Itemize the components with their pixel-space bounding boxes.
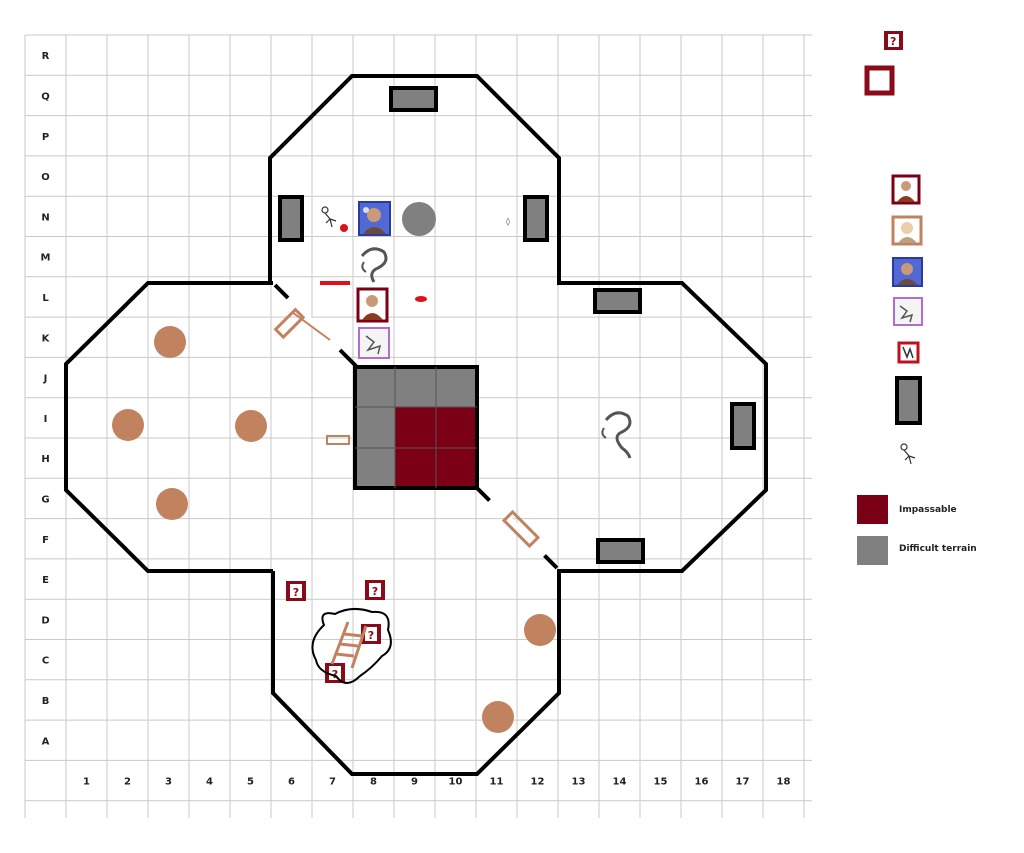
blood-marks <box>320 224 427 302</box>
row-label-O: O <box>41 172 50 183</box>
col-label-8: 8 <box>370 777 377 788</box>
col-label-10: 10 <box>449 777 463 788</box>
south-room-wall <box>271 571 561 776</box>
col-label-2: 2 <box>124 777 131 788</box>
center-block-outline <box>353 365 479 490</box>
north-room-wall <box>268 74 561 283</box>
pillar <box>112 409 144 441</box>
legend-wall-slab <box>895 376 922 425</box>
pillar <box>524 614 556 646</box>
rubble-area <box>311 608 392 684</box>
row-label-P: P <box>42 132 49 143</box>
slab-east-right <box>730 402 756 450</box>
col-label-14: 14 <box>613 777 627 788</box>
legend-hero-warrior <box>891 174 921 205</box>
row-label-K: K <box>42 333 51 344</box>
hero-token-wizard[interactable] <box>358 201 391 236</box>
svg-text:?: ? <box>332 668 338 681</box>
row-label-B: B <box>42 696 50 707</box>
row-label-C: C <box>42 656 49 667</box>
door-southeast[interactable] <box>501 509 541 549</box>
door-northwest[interactable] <box>273 307 331 341</box>
col-label-3: 3 <box>165 777 172 788</box>
unknown-marker[interactable]: ? <box>325 663 345 683</box>
legend-skeleton-icon <box>900 443 916 465</box>
ghost-monster-icon[interactable] <box>360 247 388 283</box>
impassable-cells <box>394 406 478 489</box>
row-label-M: M <box>41 253 51 264</box>
token-legend: ? Impassa <box>857 31 977 565</box>
pillars <box>112 326 556 733</box>
col-label-1: 1 <box>83 777 90 788</box>
col-label-13: 13 <box>572 777 586 788</box>
col-label-4: 4 <box>206 777 213 788</box>
pillar <box>235 410 267 442</box>
door-west-center[interactable] <box>326 435 350 445</box>
slab-north-east <box>523 195 549 242</box>
row-label-Q: Q <box>41 91 50 102</box>
legend-impassable-swatch <box>857 495 888 524</box>
legend-blank-marker <box>864 65 895 96</box>
row-labels: R Q P O N M L K J I H G F E D C B A <box>41 51 51 747</box>
col-label-18: 18 <box>777 777 791 788</box>
hero-token-warrior[interactable] <box>356 287 389 323</box>
east-room-wall <box>557 281 768 573</box>
col-label-7: 7 <box>329 777 336 788</box>
legend-difficult-label: Difficult terrain <box>899 544 977 554</box>
legend-difficult-swatch <box>857 536 888 565</box>
row-label-J: J <box>43 374 48 385</box>
row-label-A: A <box>42 736 50 747</box>
pillar <box>482 701 514 733</box>
ladder-icon[interactable] <box>330 621 368 669</box>
legend-hero-healer <box>891 215 923 246</box>
pillar <box>154 326 186 358</box>
slab-north-west <box>278 195 304 242</box>
col-label-12: 12 <box>531 777 545 788</box>
svg-text:?: ? <box>372 585 378 598</box>
small-marker-icon: ◊ <box>506 217 510 226</box>
row-label-I: I <box>44 414 48 425</box>
row-label-D: D <box>41 615 49 626</box>
unknown-marker[interactable]: ? <box>365 580 385 600</box>
ghost-monster-icon[interactable] <box>601 411 632 459</box>
legend-hero-wizard <box>892 257 923 287</box>
west-room-wall <box>64 281 273 573</box>
slab-east-top <box>593 288 642 314</box>
hero-token-scout[interactable] <box>358 327 390 359</box>
legend-monster-token <box>897 341 920 364</box>
pillar <box>156 488 188 520</box>
col-label-11: 11 <box>490 777 504 788</box>
slab-east-bottom <box>596 538 645 564</box>
col-label-16: 16 <box>695 777 709 788</box>
legend-impassable-label: Impassable <box>899 505 957 515</box>
row-label-G: G <box>41 494 49 505</box>
unknown-marker[interactable]: ? <box>286 581 306 601</box>
col-label-17: 17 <box>736 777 750 788</box>
col-label-5: 5 <box>247 777 254 788</box>
svg-text:?: ? <box>890 35 896 48</box>
row-label-H: H <box>41 454 49 465</box>
row-label-F: F <box>42 535 49 546</box>
col-label-9: 9 <box>411 777 418 788</box>
legend-unknown-marker: ? <box>884 31 903 50</box>
room-walls <box>64 74 768 776</box>
col-label-6: 6 <box>288 777 295 788</box>
row-label-R: R <box>42 51 50 62</box>
slab-north <box>389 86 438 112</box>
svg-text:?: ? <box>368 629 374 642</box>
row-label-L: L <box>42 293 49 304</box>
row-label-E: E <box>42 575 49 586</box>
row-label-N: N <box>41 212 49 223</box>
legend-hero-scout <box>893 297 923 326</box>
skeleton-monster-icon[interactable] <box>321 206 337 228</box>
col-label-15: 15 <box>654 777 668 788</box>
svg-text:?: ? <box>293 586 299 599</box>
boulder[interactable] <box>402 202 436 236</box>
wall-slabs <box>278 86 756 564</box>
